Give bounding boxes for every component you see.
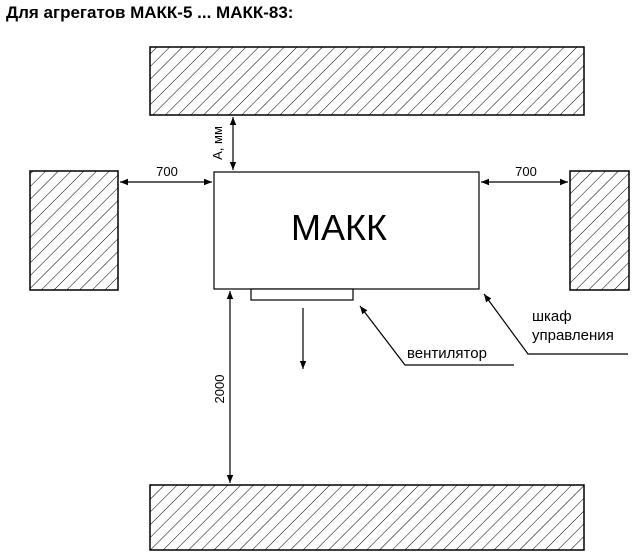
wall-bottom bbox=[149, 484, 585, 551]
unit-body bbox=[213, 171, 480, 290]
diagram-title: Для агрегатов МАКК-5 ... МАКК-83: bbox=[6, 3, 294, 22]
control-cabinet-label-line1: шкаф bbox=[532, 308, 572, 325]
fan-body bbox=[250, 288, 354, 301]
control-cabinet-label-line2: управления bbox=[532, 327, 614, 344]
wall-top bbox=[149, 46, 585, 116]
dimension-top-label: А, мм bbox=[210, 126, 225, 160]
unit-label: МАКК bbox=[291, 207, 387, 248]
wall-left bbox=[29, 170, 119, 291]
dimension-right-label: 700 bbox=[515, 164, 537, 179]
dimension-bottom-label: 2000 bbox=[212, 375, 227, 404]
fan-callout-label: вентилятор bbox=[407, 345, 487, 362]
dimension-left-label: 700 bbox=[156, 164, 178, 179]
control-cabinet-leader-line bbox=[483, 293, 628, 355]
fan-leader-line bbox=[359, 305, 514, 366]
wall-right bbox=[569, 170, 630, 291]
